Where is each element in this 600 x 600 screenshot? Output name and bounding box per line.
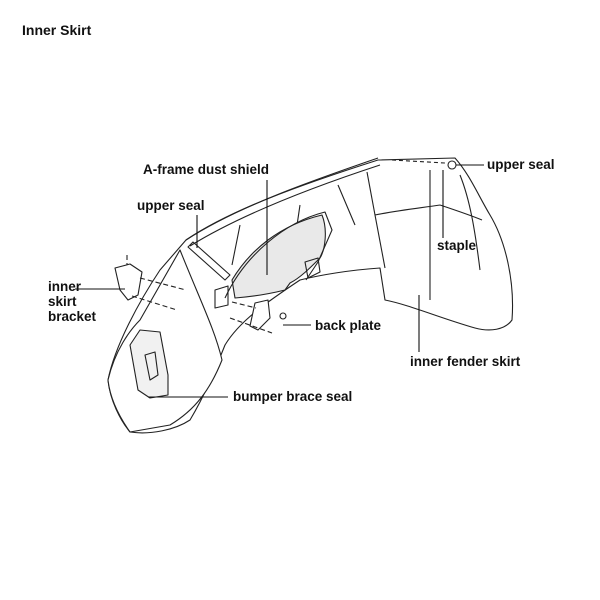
label-line: inner [48,279,82,294]
label-line: skirt [48,294,77,309]
label-upper-seal-right: upper seal [487,157,555,172]
top-rim [185,157,381,247]
lower-skirt-panel [107,249,223,433]
label-line: bracket [48,309,97,324]
staple-row [391,159,446,164]
upper-seal-left-shape [187,241,231,281]
shield-bracket [214,257,321,309]
label-upper-seal-left: upper seal [137,198,205,213]
screw-icon [279,312,287,320]
dust-shield-frame [224,211,333,299]
diagram-title: Inner Skirt [22,22,92,38]
label-back-plate: back plate [315,318,382,333]
label-staple: staple [437,238,477,253]
bracket-dashes [126,255,187,311]
label-bumper-brace-seal: bumper brace seal [233,389,353,404]
back-plate-shape [249,299,271,331]
back-plate-dashes [229,301,273,334]
panel-lines [231,170,483,300]
label-a-frame-dust-shield: A-frame dust shield [143,162,270,177]
inner-skirt-bracket-shape [114,263,143,301]
label-inner-fender-skirt: inner fender skirt [410,354,521,369]
leader-lines [75,164,484,398]
label-inner-skirt-bracket: inner skirt bracket [48,279,96,324]
